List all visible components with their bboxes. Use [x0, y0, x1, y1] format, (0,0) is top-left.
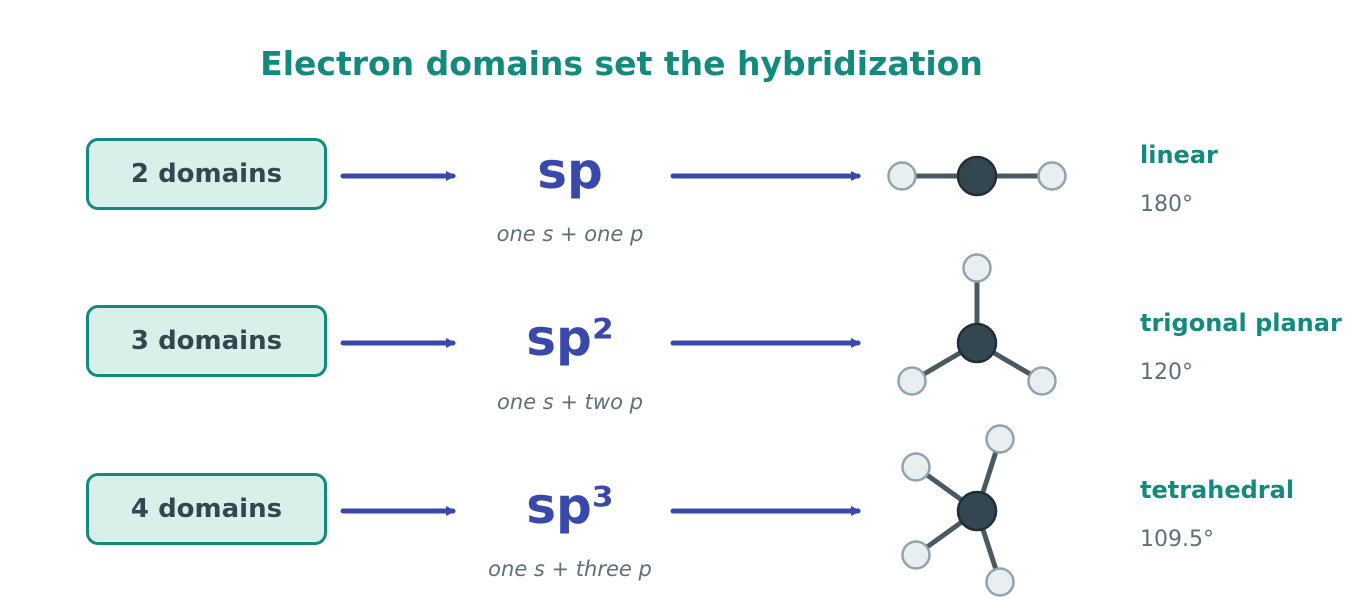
outer-atom — [985, 424, 1015, 454]
bond-angle-trigonal-planar: 120° — [1140, 360, 1193, 385]
trigonal-planar-molecule-model — [897, 253, 1057, 396]
tetrahedral-molecule-model — [901, 424, 1015, 597]
hybridization-label-sp3: sp³ — [526, 477, 614, 535]
geometry-name-tetrahedral: tetrahedral — [1140, 476, 1295, 504]
hybridization-label-sp: sp — [537, 142, 603, 200]
domain-count-box-3: 3 domains — [86, 305, 327, 377]
bond-angle-linear: 180° — [1140, 192, 1193, 217]
hybridization-label-sp2: sp² — [526, 309, 614, 367]
outer-atom — [985, 567, 1015, 597]
outer-atom — [1037, 161, 1067, 191]
outer-atom — [901, 540, 931, 570]
outer-atom — [962, 253, 992, 283]
outer-atom — [887, 161, 917, 191]
outer-atom — [901, 452, 931, 482]
central-atom — [956, 490, 998, 532]
central-atom — [956, 322, 998, 364]
central-atom — [956, 155, 998, 197]
outer-atom — [897, 366, 927, 396]
geometry-name-trigonal-planar: trigonal planar — [1140, 309, 1342, 337]
geometry-name-linear: linear — [1140, 141, 1218, 169]
bond-angle-tetrahedral: 109.5° — [1140, 527, 1214, 552]
outer-atom — [1027, 366, 1057, 396]
orbital-mix-label-sp: one s + one p — [496, 222, 644, 246]
orbital-mix-label-sp3: one s + three p — [488, 557, 652, 581]
linear-molecule-model — [887, 155, 1067, 197]
domain-count-box-4: 4 domains — [86, 473, 327, 545]
orbital-mix-label-sp2: one s + two p — [497, 390, 643, 414]
domain-count-box-2: 2 domains — [86, 138, 327, 210]
diagram-title: Electron domains set the hybridization — [260, 44, 983, 83]
